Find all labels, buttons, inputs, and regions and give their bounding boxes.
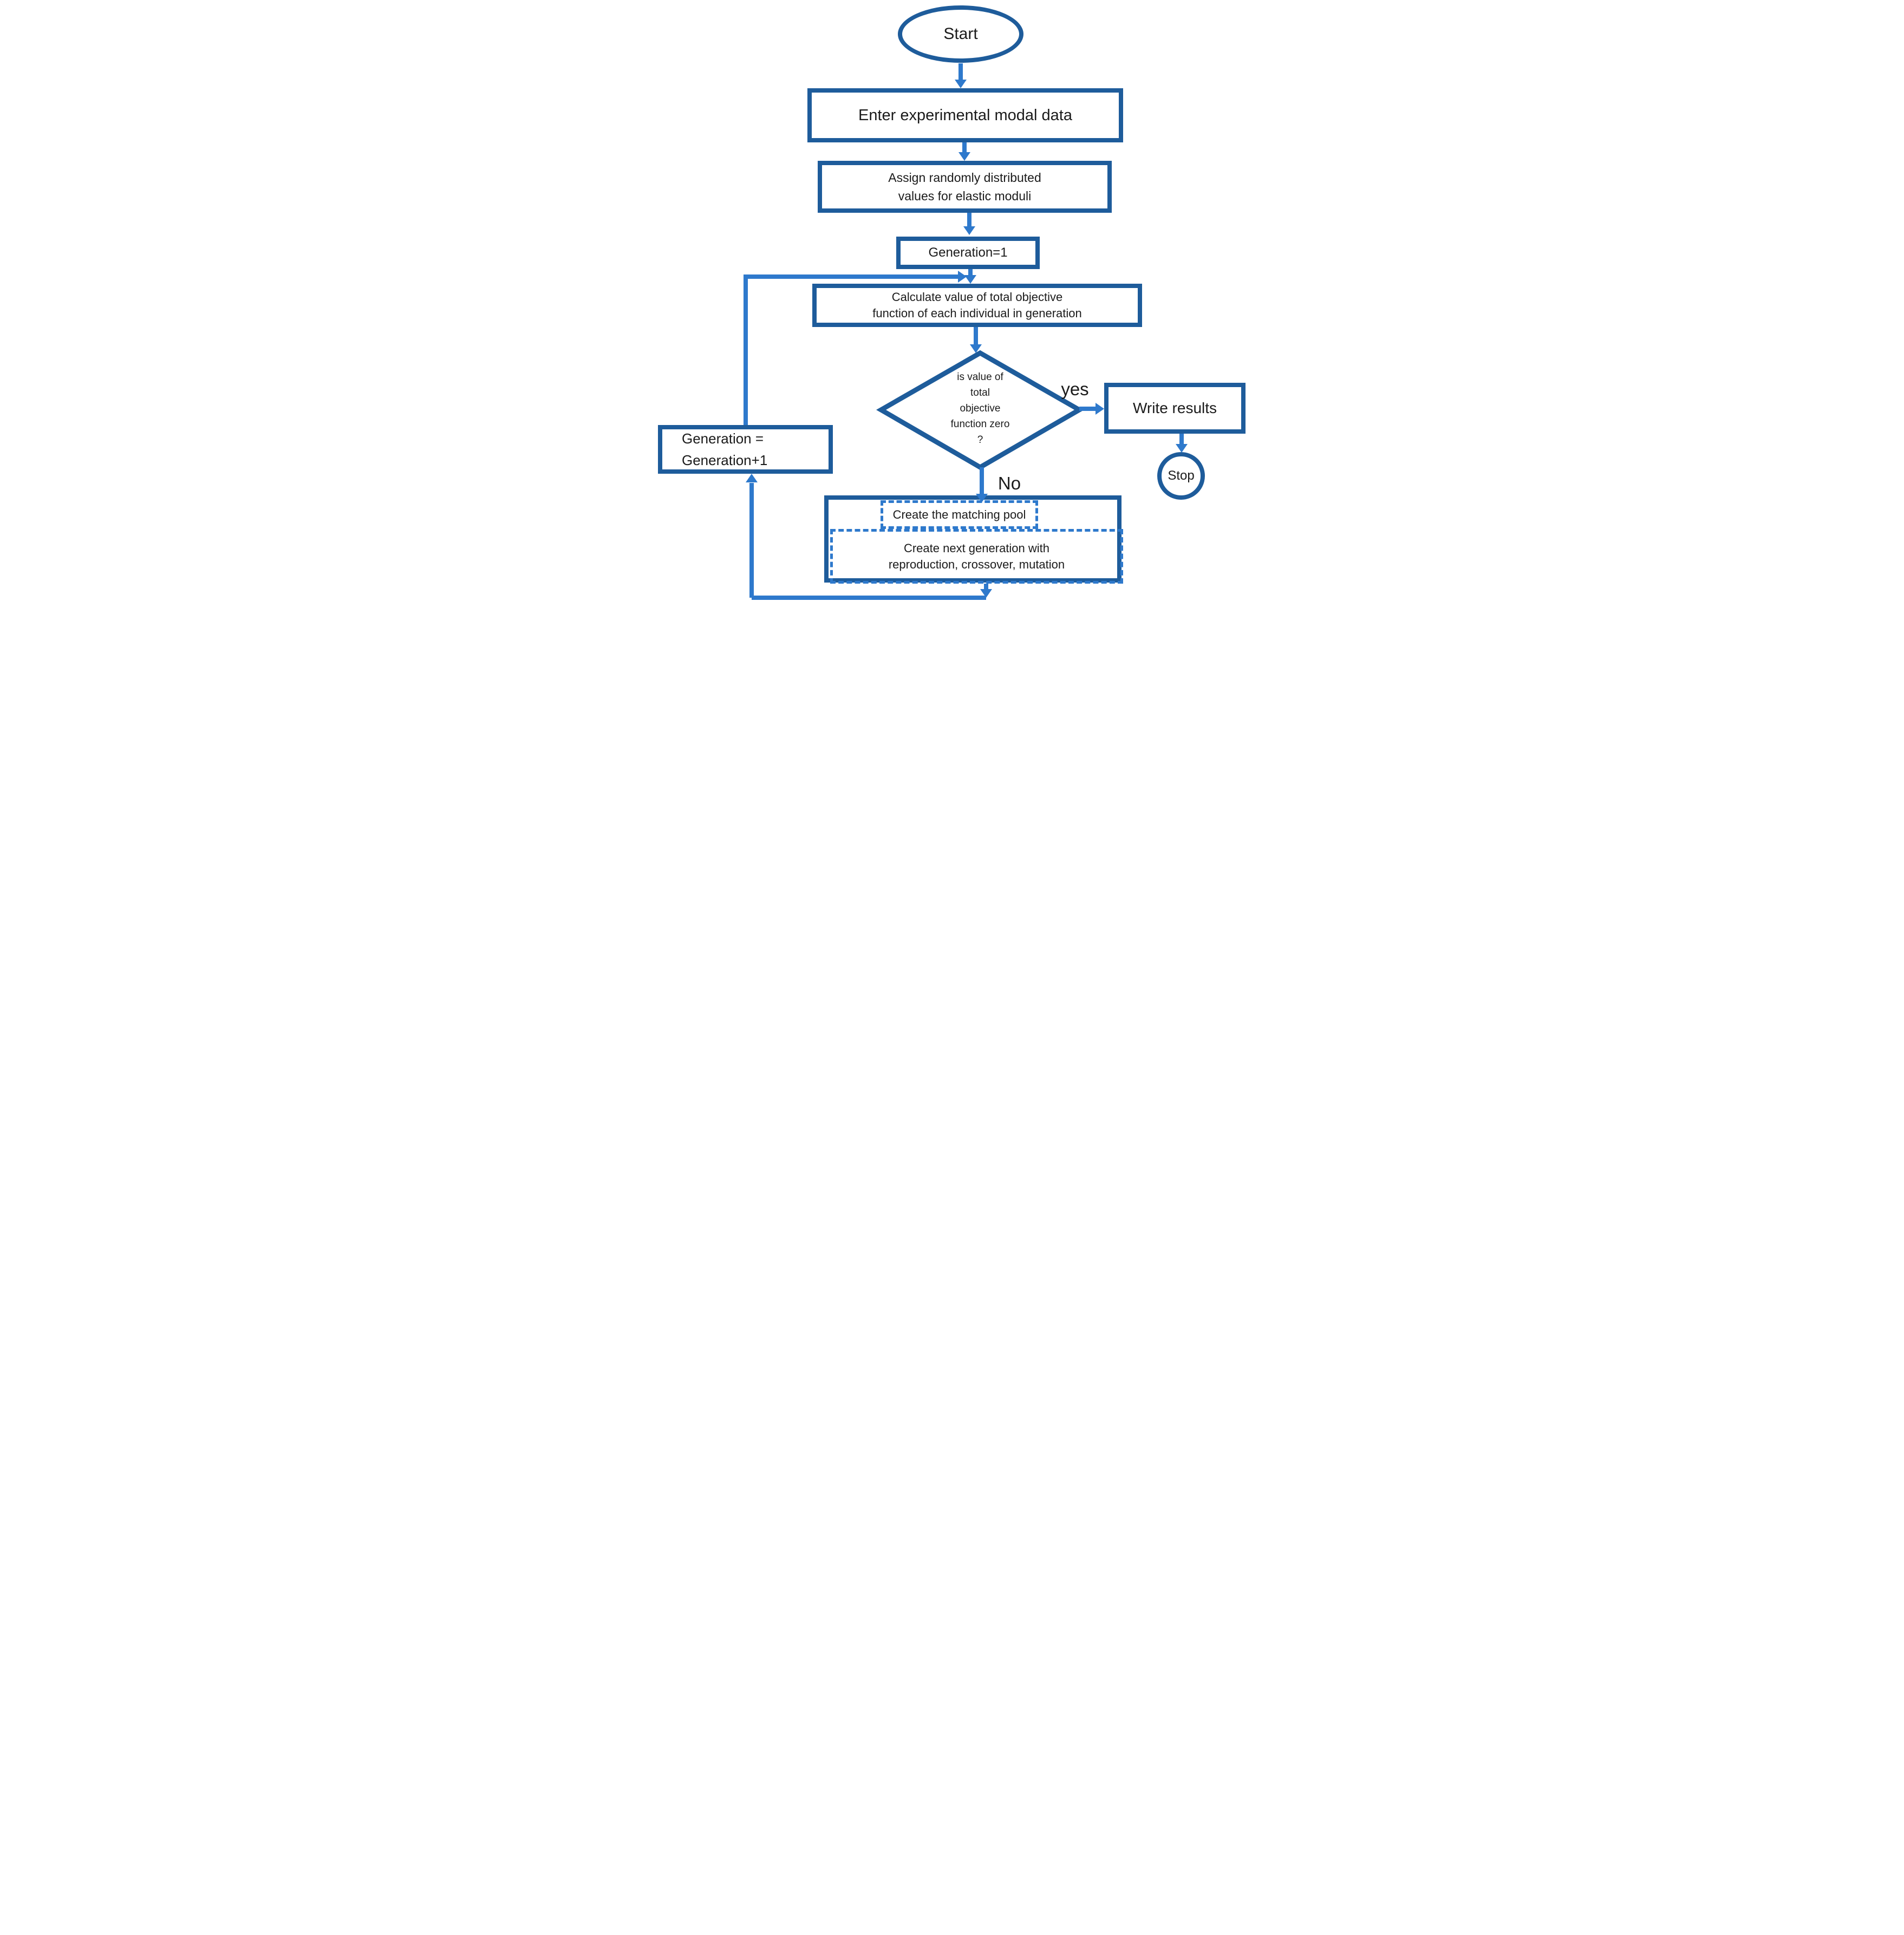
assign-line-1: Assign randomly distributed	[888, 171, 1041, 185]
node-stop: Stop	[1157, 452, 1205, 500]
decision-line-5: ?	[977, 434, 983, 446]
flowchart-canvas: Start Enter experimental modal data Assi…	[654, 0, 1250, 605]
node-enter-data: Enter experimental modal data	[807, 88, 1123, 142]
generation-increment-line-1: Generation =	[682, 430, 764, 447]
node-write-results: Write results	[1104, 383, 1246, 434]
generation-init-label: Generation=1	[928, 245, 1008, 260]
next-generation-line-1: Create next generation with	[903, 541, 1050, 555]
decision-label: is value of total objective function zer…	[910, 369, 1051, 448]
node-next-generation: Create next generation with reproduction…	[830, 529, 1123, 584]
node-bottom-group-box	[824, 495, 1121, 583]
start-label: Start	[943, 25, 978, 43]
edge-label-no: No	[997, 473, 1021, 493]
matching-pool-label: Create the matching pool	[892, 507, 1026, 521]
node-generation-increment: Generation = Generation+1	[658, 425, 833, 474]
stop-label: Stop	[1168, 468, 1195, 483]
decision-line-1: is value of	[957, 371, 1003, 383]
write-results-label: Write results	[1132, 400, 1217, 416]
assign-line-2: values for elastic moduli	[898, 189, 1032, 203]
decision-diamond-shape	[876, 350, 1085, 470]
node-assign-values: Assign randomly distributed values for e…	[818, 161, 1112, 213]
node-start: Start	[898, 5, 1023, 63]
next-generation-line-2: reproduction, crossover, mutation	[888, 557, 1065, 571]
decision-line-2: total	[970, 387, 990, 398]
decision-line-3: objective	[960, 403, 1001, 414]
decision-line-4: function zero	[950, 419, 1010, 430]
generation-increment-line-2: Generation+1	[682, 452, 768, 468]
edge-label-yes: yes	[1061, 379, 1089, 399]
node-generation-init: Generation=1	[896, 237, 1040, 269]
node-matching-pool: Create the matching pool	[881, 500, 1038, 529]
enter-data-label: Enter experimental modal data	[858, 106, 1072, 124]
